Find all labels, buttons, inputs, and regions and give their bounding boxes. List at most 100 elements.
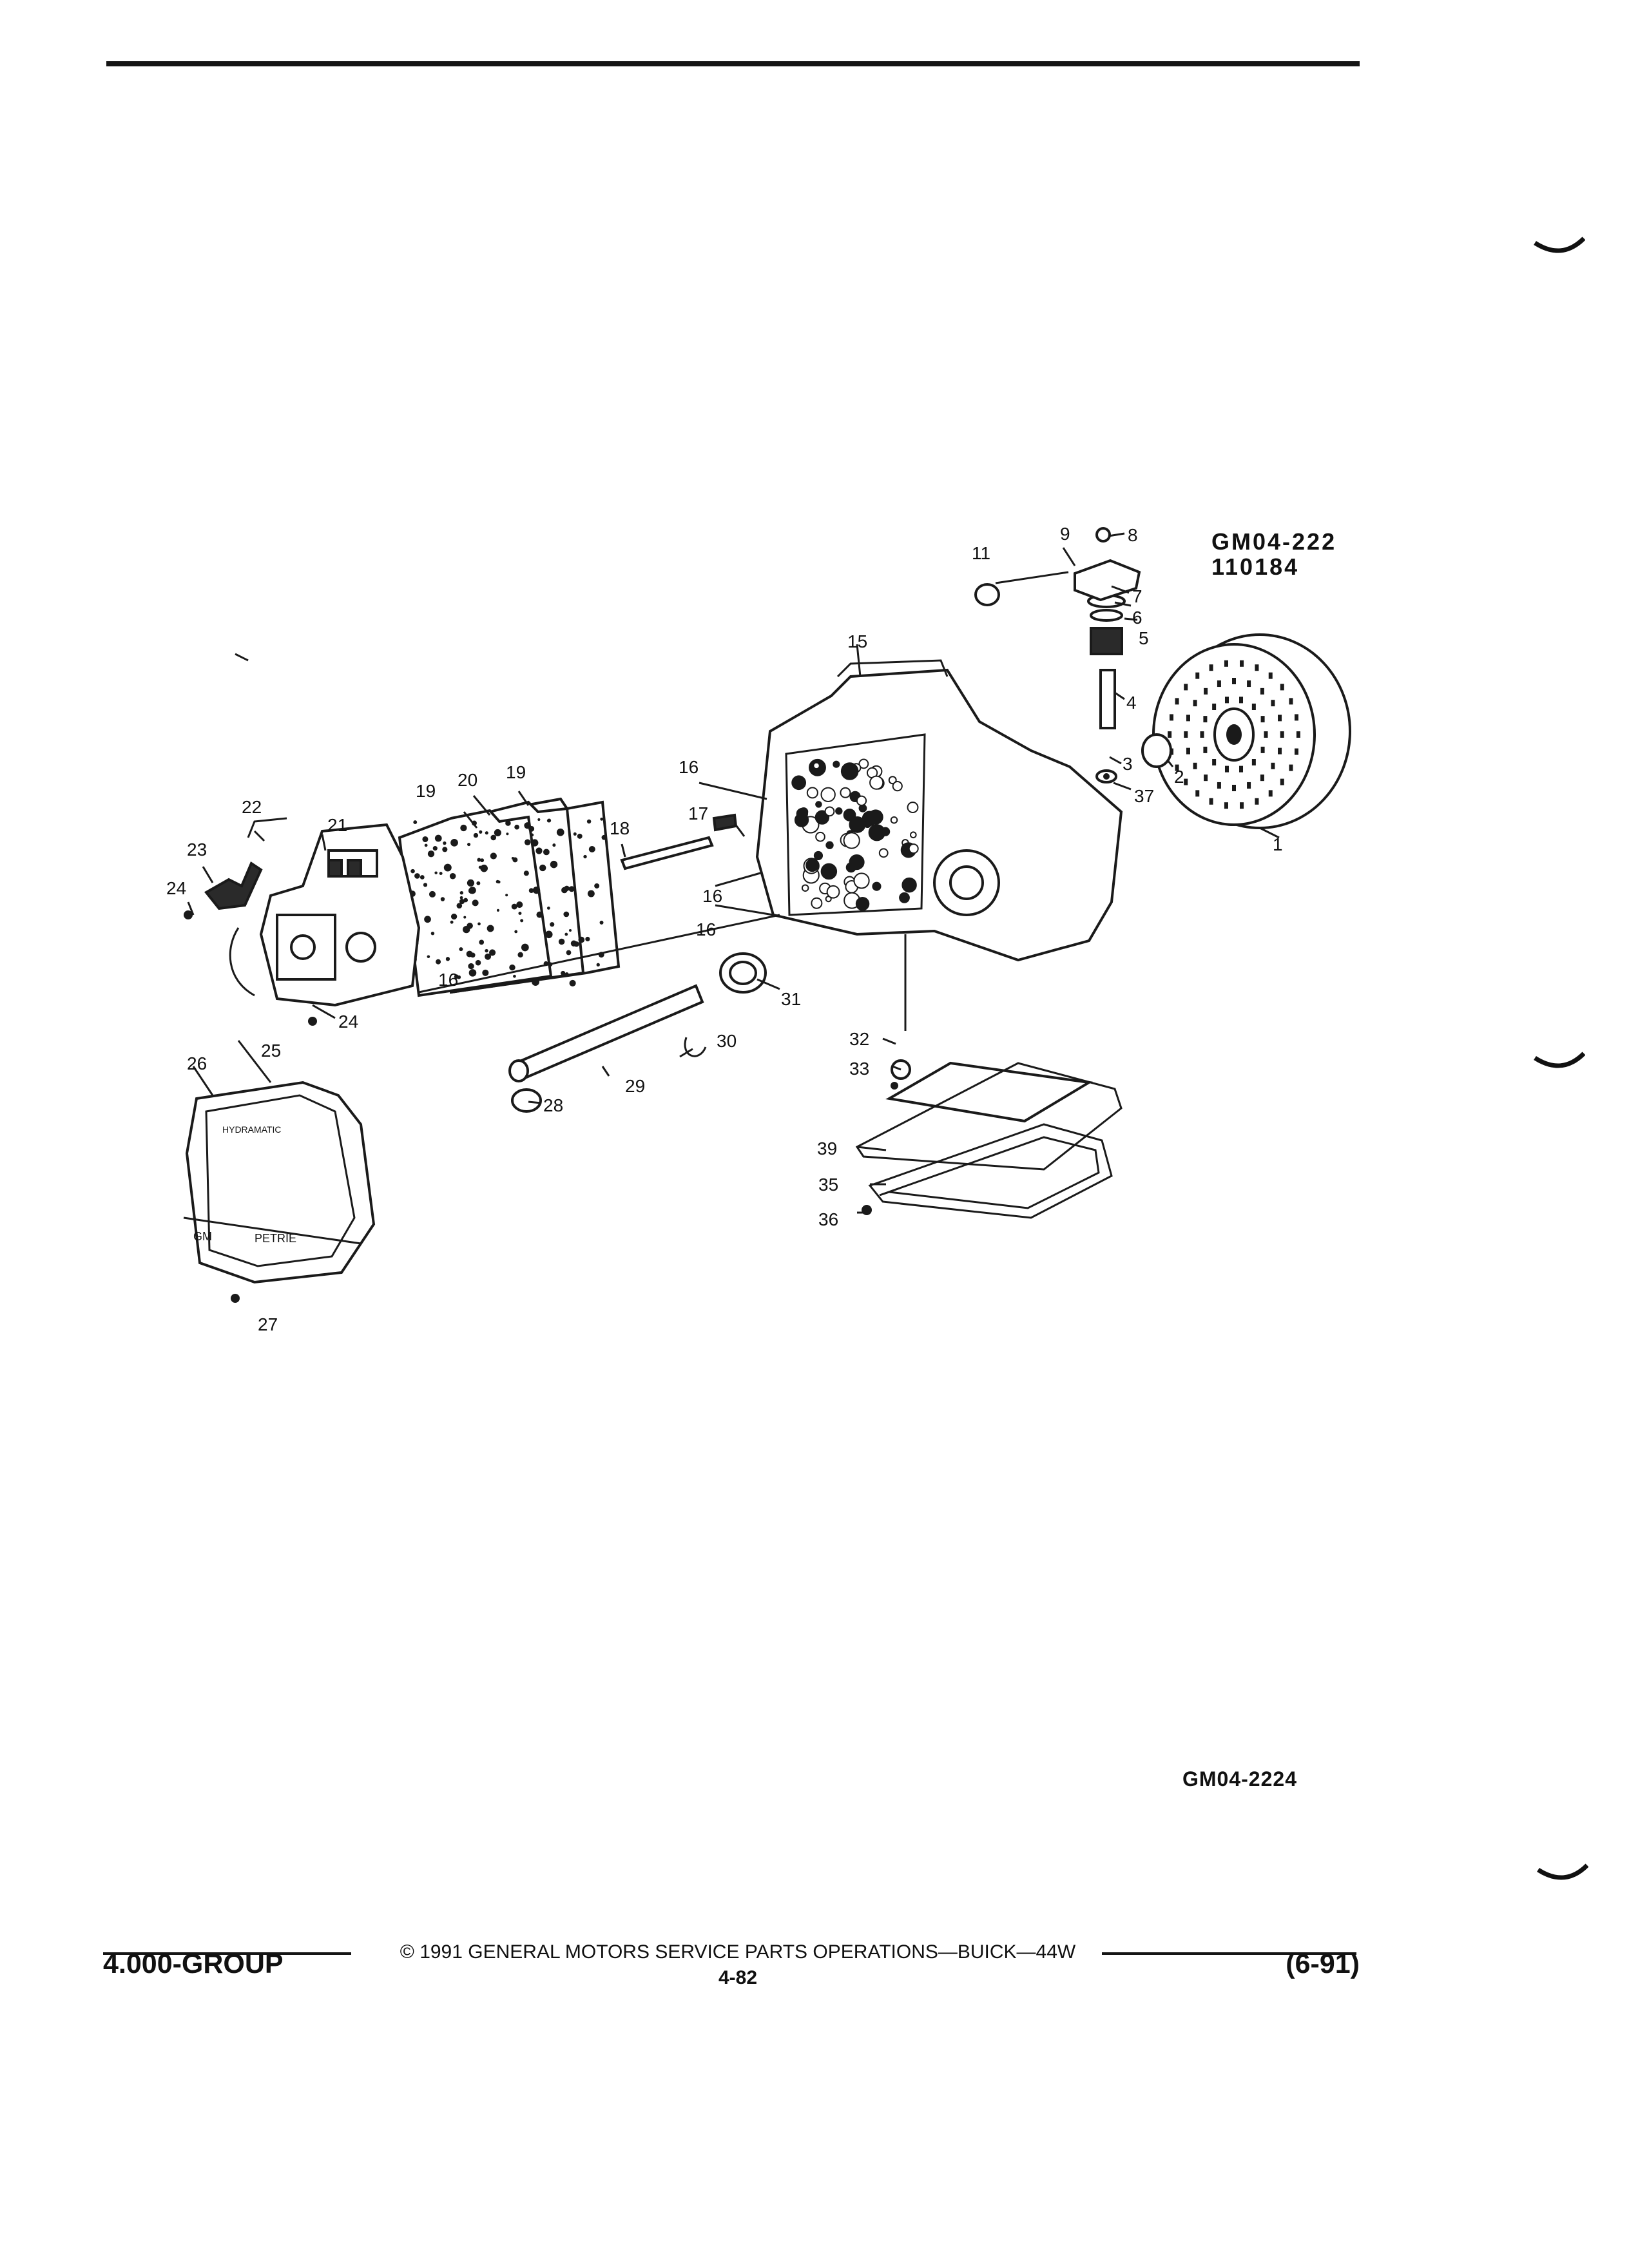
callout: 2	[1174, 767, 1184, 787]
converter-fin	[1203, 746, 1208, 753]
plate-hole	[506, 832, 509, 836]
binder-mark	[1534, 236, 1585, 253]
callout: 20	[458, 770, 477, 790]
plate-hole	[442, 847, 448, 852]
plate-hole	[518, 911, 522, 915]
plate-hole	[456, 903, 463, 908]
valve-channel	[908, 843, 919, 854]
plate-hole	[513, 974, 516, 978]
manual-link	[247, 817, 287, 838]
side-cover: HYDRAMATIC GM PETRIE	[183, 1081, 376, 1284]
plate-hole	[509, 964, 516, 971]
valve-channel	[815, 801, 822, 808]
converter-fin	[1195, 790, 1200, 797]
callout: 35	[818, 1175, 838, 1195]
converter-fin	[1239, 765, 1244, 773]
converter-fin	[1224, 765, 1229, 773]
valve-channel	[858, 758, 869, 769]
valve-channel	[840, 762, 859, 780]
callout: 17	[688, 803, 708, 823]
plate-hole	[450, 920, 454, 924]
plate-hole	[569, 979, 576, 987]
plate-hole	[449, 872, 456, 879]
plate-hole	[487, 925, 494, 932]
plate-hole	[436, 959, 441, 965]
callout: 16	[696, 919, 716, 939]
plate-hole	[573, 832, 577, 836]
plate-hole	[601, 834, 607, 840]
callout: 27	[258, 1314, 278, 1334]
converter-fin	[1247, 782, 1251, 789]
converter-fin	[1170, 714, 1174, 721]
footer-page-number: 4-82	[718, 1967, 758, 1988]
stud	[620, 836, 714, 870]
pan-brand: HYDRAMATIC	[222, 1124, 282, 1135]
converter-fin	[1232, 785, 1236, 791]
converter-fin	[1260, 774, 1264, 782]
plate-hole	[480, 858, 485, 863]
valve-channel	[843, 832, 860, 849]
plate-hole	[468, 887, 476, 894]
converter-fin	[1251, 759, 1256, 766]
plate-hole	[496, 908, 499, 912]
plate-hole	[477, 858, 481, 862]
callout: 6	[1132, 608, 1142, 628]
footer-group: 4.000-GROUP	[103, 1948, 284, 1979]
valve-channel	[843, 809, 856, 822]
plate-hole	[521, 943, 529, 952]
bolt	[712, 813, 738, 832]
retaining-ring	[684, 1037, 707, 1057]
converter-fin	[1209, 798, 1213, 805]
plate-hole	[566, 950, 572, 956]
figure-code: 110184	[1211, 553, 1300, 580]
valve-channel	[899, 892, 910, 903]
plate-hole	[427, 955, 430, 959]
converter-fin	[1203, 716, 1208, 723]
plate-hole	[466, 950, 473, 957]
converter-fin	[1209, 664, 1213, 671]
plate-hole	[429, 890, 436, 898]
callout: 4	[1126, 693, 1137, 713]
plate-hole	[514, 930, 518, 934]
converter-fin	[1239, 697, 1244, 704]
plate-hole	[568, 886, 575, 892]
plate-hole	[479, 939, 485, 945]
plate-hole	[511, 903, 517, 910]
converter-fin	[1232, 678, 1236, 684]
converter-fin	[1268, 790, 1273, 797]
converter-fin	[1184, 684, 1188, 691]
callout: 37	[1134, 786, 1154, 806]
plate-hole	[443, 863, 452, 872]
plate-hole	[588, 845, 595, 853]
converter-fin	[1271, 762, 1275, 769]
plate-hole	[489, 949, 496, 956]
plate-hole	[473, 832, 479, 838]
converter-fin	[1168, 731, 1172, 738]
valve-channel	[820, 787, 836, 802]
callout: 16	[679, 757, 699, 777]
plate-hole	[476, 881, 481, 885]
converter-fin	[1175, 764, 1179, 771]
converter-fin	[1280, 778, 1284, 785]
valve-channel	[840, 787, 851, 798]
plate-hole	[423, 883, 428, 887]
plate-hole	[594, 883, 600, 889]
figure-id: GM04-222	[1211, 528, 1337, 555]
control-valve-body	[259, 823, 421, 1007]
plate-hole	[463, 898, 468, 903]
converter-fin	[1224, 697, 1229, 704]
callout: 29	[625, 1076, 645, 1096]
plate-hole	[479, 830, 483, 834]
plate-hole	[564, 932, 568, 936]
plate-hole	[528, 888, 534, 894]
plate-hole	[478, 865, 482, 869]
plate-hole	[578, 936, 585, 943]
plate-hole	[586, 819, 592, 824]
plate-hole	[532, 977, 539, 984]
plate-hole	[530, 833, 534, 837]
converter-fin	[1212, 759, 1217, 766]
converter-fin	[1217, 782, 1221, 789]
callout: 9	[1060, 524, 1070, 544]
plate-hole	[460, 824, 467, 832]
callout: 8	[1128, 525, 1138, 545]
